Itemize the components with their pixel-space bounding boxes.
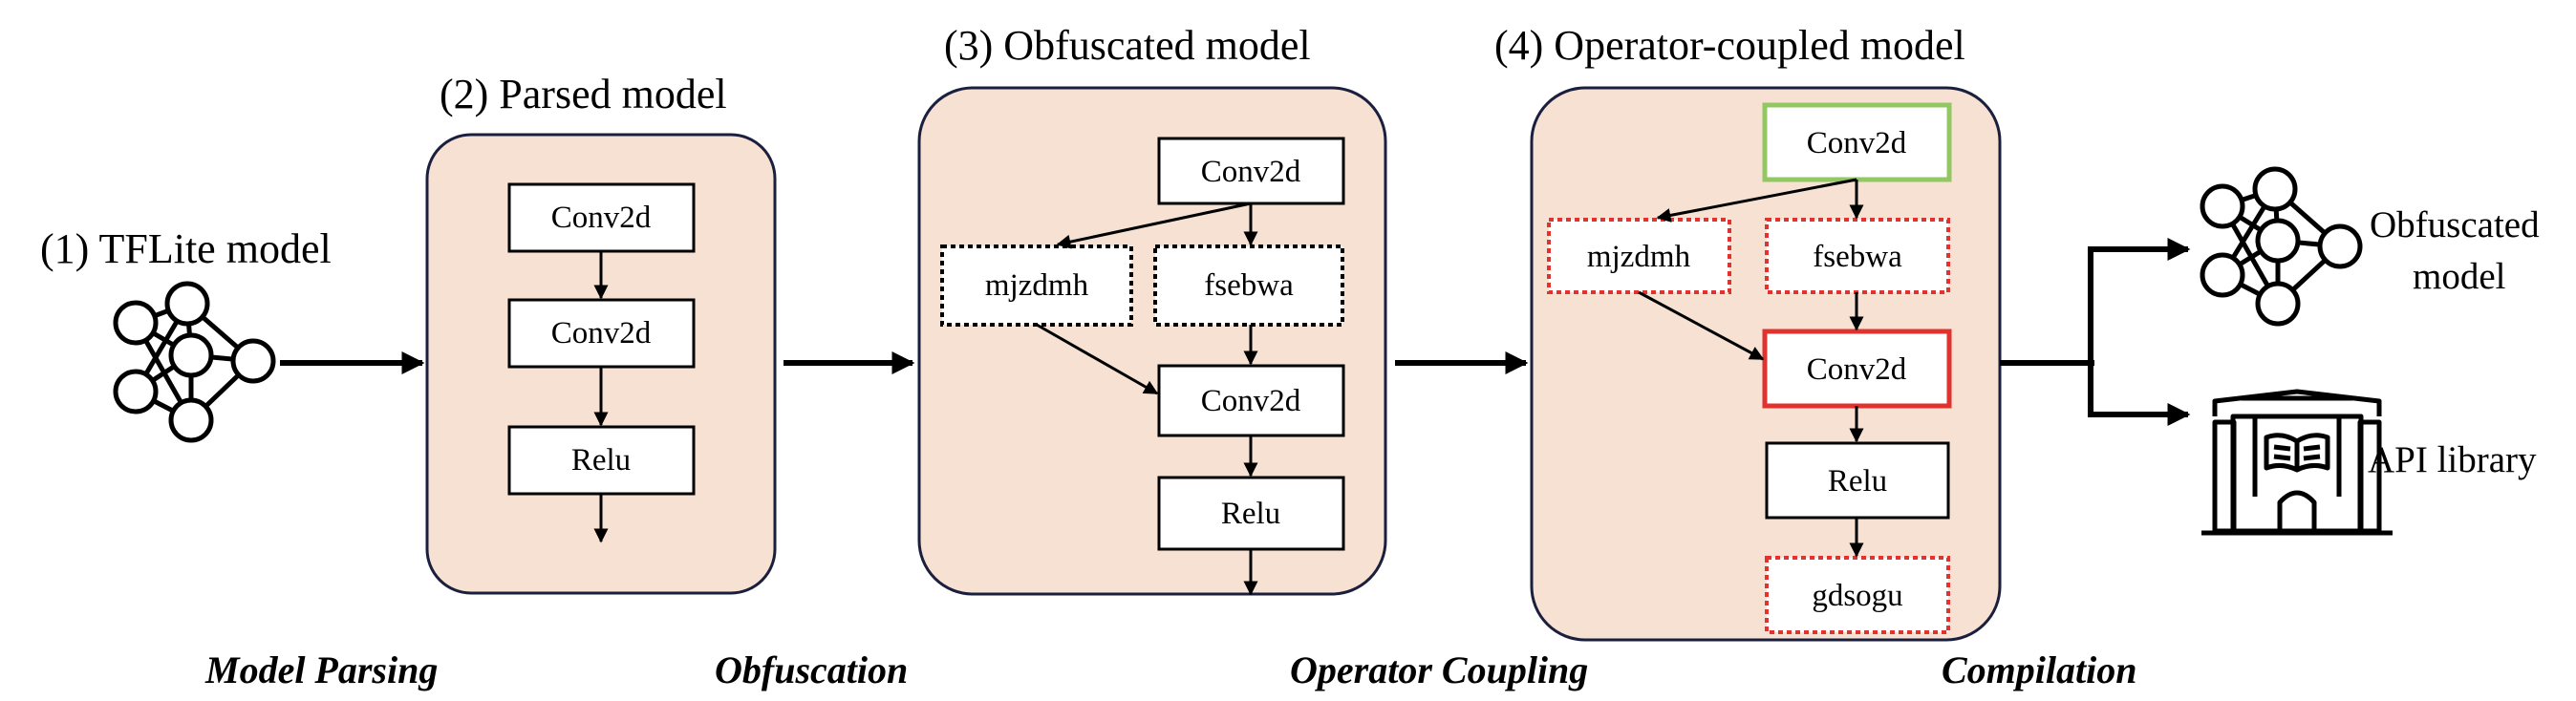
obfuscated-model-panel [917,86,1387,596]
edge-arrow [1036,323,1159,395]
coupled-op-box [1547,218,1731,294]
output-api-library-label: API library [2368,439,2537,480]
op-box [1157,364,1345,437]
op-box [507,298,696,369]
op-label: gdsogu [1812,579,1902,613]
stage2-title: (2) Parsed model [440,71,727,117]
op-label: Conv2d [551,316,652,350]
obfuscated-op-box [1153,244,1344,327]
op-label: mjzdmh [1587,240,1691,274]
op-box [1765,441,1950,520]
step-label: Model Parsing [204,648,438,691]
step-label: Operator Coupling [1290,648,1588,691]
original-op-box [1762,102,1952,182]
step-label: Compilation [1942,648,2137,691]
stage1-title: (1) TFLite model [40,225,332,272]
obfuscated-op-box [940,244,1133,327]
op-label: Conv2d [1201,384,1301,418]
op-box [1157,476,1345,551]
op-label: Relu [1828,464,1887,499]
op-label: fsebwa [1813,240,1902,274]
stage4-title: (4) Operator-coupled model [1494,22,1965,69]
op-box [507,425,696,496]
edge-arrow [1638,290,1765,361]
output-obfuscated-label: model [2413,256,2506,297]
op-box [507,182,696,253]
stage3-title: (3) Obfuscated model [944,22,1311,69]
op-box [1157,137,1345,205]
neural-network-icon [2200,166,2363,327]
output-obfuscated-label: Obfuscated [2370,204,2540,245]
op-label: Conv2d [1201,155,1301,189]
op-label: Relu [1221,497,1280,531]
coupled-op-box [1765,218,1950,294]
edge-arrow [1056,202,1252,249]
op-label: Conv2d [551,201,652,235]
op-label: mjzdmh [985,268,1089,303]
step-label: Obfuscation [715,648,908,691]
edge-arrow [1656,178,1857,223]
compilation-fork [2000,238,2191,426]
op-label: Conv2d [1807,352,1907,387]
tflite-model-icon [113,281,276,443]
coupled-op-box [1762,329,1952,409]
op-label: fsebwa [1204,268,1294,303]
op-label: Relu [571,443,631,478]
coupled-op-box [1765,556,1950,634]
op-label: Conv2d [1807,126,1907,160]
library-building-icon [2201,389,2393,536]
